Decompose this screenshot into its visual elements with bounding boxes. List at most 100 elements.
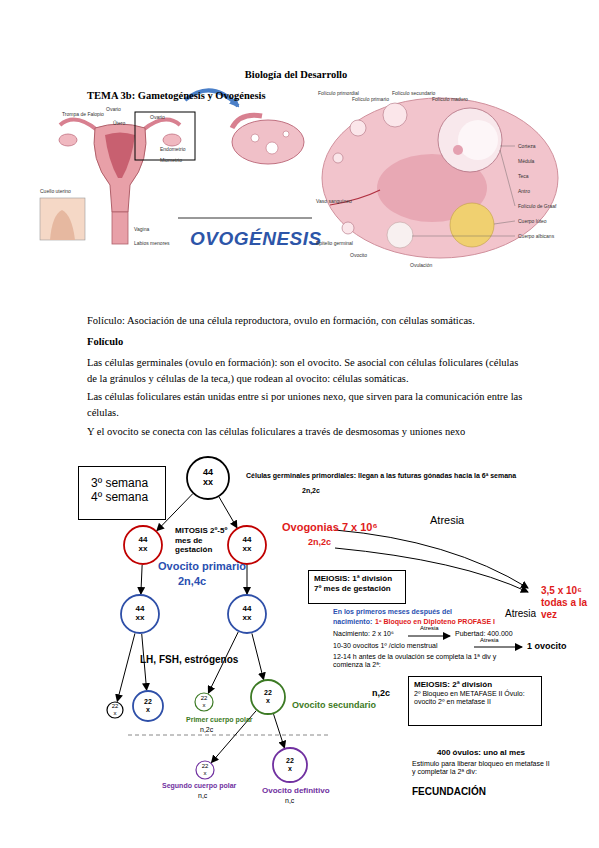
text-label: Folículo (87, 334, 123, 350)
text-label: Atresia (480, 637, 499, 644)
fallopian-tube (143, 120, 180, 130)
text-label: Ovario (150, 114, 165, 120)
connector-arrow (252, 633, 264, 679)
cell-label: 44 xx (203, 468, 213, 488)
text-label: LH, FSH, estrógenos (140, 654, 238, 666)
text-label: n,2c (372, 688, 390, 699)
text-label: OVOGÉNESIS (190, 228, 322, 251)
text-label: Médula (518, 158, 534, 164)
box-text: MEIOSIS: 1ª división 7º mes de gestación (314, 574, 400, 593)
text-label: MITOSIS 2º-5º mes de gestación (175, 526, 233, 555)
inset-picture (40, 198, 85, 240)
text-label: 400 óvulos: uno al mes (437, 748, 525, 758)
text-label: En los primeros meses después del (333, 608, 452, 616)
leader-line (500, 150, 515, 206)
cell-circle: 22 x (250, 679, 286, 715)
text-label: Folículo de Graaf (518, 203, 556, 209)
circle-shape (124, 526, 162, 564)
uterus-shape (94, 124, 146, 212)
cell-label: 22 x (264, 689, 272, 704)
cell-label: 22 x (112, 703, 119, 716)
follicle (283, 131, 289, 137)
text-label: 2n,4c (178, 575, 206, 588)
oocyte (453, 145, 463, 155)
cell-circle: 44 xx (120, 594, 160, 634)
circle-shape (107, 702, 123, 718)
graaf-follicle (438, 108, 502, 172)
text-label: 1 ovocito (527, 641, 567, 652)
text-label: Ovario (106, 106, 121, 112)
cell-circle: 22 x (272, 747, 308, 783)
text-label: n,c (285, 797, 294, 805)
text-label: 2n,2c (302, 487, 320, 495)
text-label: Atresia (430, 514, 464, 527)
cell-label: 44 xx (136, 605, 145, 623)
atresia-arrow (474, 647, 522, 648)
text-label: Vaso sanguíneo (316, 198, 352, 204)
process-box: 3º semana 4º semana (78, 466, 166, 520)
cell-label: 44 xx (243, 536, 252, 554)
text-label: Folículo maduro (432, 96, 468, 102)
text-label: Cuerpo albicans (518, 233, 554, 239)
box-text: 3º semana 4º semana (91, 476, 153, 505)
corpus-luteum (450, 203, 494, 247)
cell-circle: 44 xx (227, 525, 267, 565)
text-label: Trompa de Falopio (62, 111, 104, 117)
follicle (342, 222, 354, 234)
text-label: Las células foliculares están unidas ent… (87, 389, 527, 421)
text-label: Corteza (518, 143, 536, 149)
ovary-section (322, 98, 558, 258)
follicle (333, 153, 343, 163)
text-label: Cuerpo lúteo (518, 218, 547, 224)
text-label: 10-30 ovocitos 1º /ciclo menstrual (333, 642, 438, 650)
connector-arrow (274, 714, 285, 748)
circle-shape (228, 526, 266, 564)
text-label: 3,5 x 10⁶ todas a la vez (541, 585, 599, 621)
box-text: 2º Bloqueo en METAFASE II Óvulo: ovocito… (414, 690, 536, 707)
dashed-divider (128, 735, 330, 736)
text-label: Células germinales primordiales: llegan … (246, 472, 516, 480)
connector-arrow (219, 497, 237, 528)
rule-line (178, 218, 312, 219)
text-label: Atresia (420, 625, 439, 632)
cell-label: 22 x (286, 757, 294, 772)
ovary-shape (59, 134, 77, 146)
connector-arrow (247, 565, 248, 594)
circle-shape (121, 595, 159, 633)
circle-shape (133, 691, 163, 721)
follicle (350, 120, 366, 136)
ovary-shape (163, 134, 181, 146)
text-label: Folículo secundario (392, 90, 435, 96)
text-label: Ovogonias 7 x 10⁶ (282, 521, 378, 534)
cell-circle: 44 xx (123, 525, 163, 565)
endometrium-shape (105, 133, 135, 179)
text-label: n,2c (200, 726, 213, 734)
text-label: 12-14 h antes de la ovulación se complet… (333, 653, 498, 670)
text-label: Estímulo para liberar bloqueo en metafas… (412, 760, 552, 777)
circle-shape (251, 680, 285, 714)
ovary-zoom (232, 120, 304, 164)
text-label: Segundo cuerpo polar (162, 782, 236, 790)
cell-label: 44 xx (139, 536, 148, 554)
cell-label: 44 xx (243, 605, 252, 623)
follicle (251, 134, 259, 142)
cell-label: 22 x (144, 698, 152, 713)
leader-line (494, 221, 515, 224)
text-label: Ovocito definitivo (262, 786, 330, 796)
text-label: Epitelio germinal (316, 240, 353, 246)
circle-shape (187, 457, 229, 499)
vagina-shape (112, 212, 128, 244)
text-label: Útero (113, 120, 125, 126)
inset-body (50, 210, 75, 240)
text-label: Antro (518, 188, 530, 194)
cell-circle: 22 x (195, 760, 215, 780)
process-box: MEIOSIS: 1ª división 7º mes de gestación (308, 570, 406, 604)
process-box: MEIOSIS: 2ª división2º Bloqueo en METAFA… (408, 676, 542, 726)
cell-label: 22 x (202, 763, 209, 776)
cell-circle: 22 x (194, 692, 214, 712)
leader-line (500, 146, 515, 147)
text-label: Y el ovocito se conecta con las células … (87, 424, 527, 440)
text-label: 2n,2c (308, 537, 331, 548)
text-label: FECUNDACIÓN (412, 786, 486, 798)
